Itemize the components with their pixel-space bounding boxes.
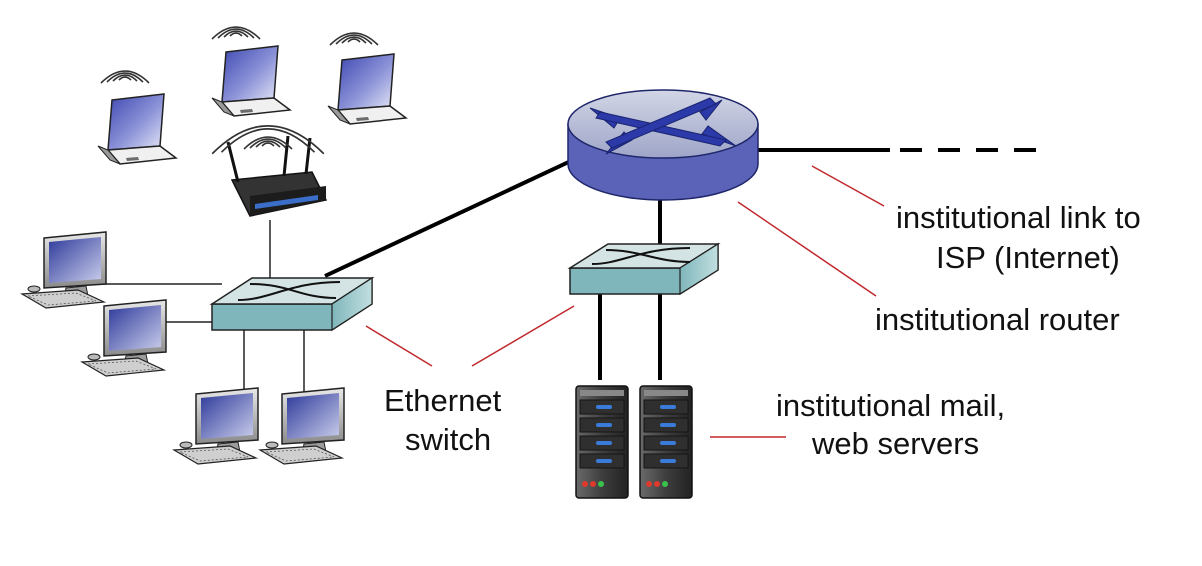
servers-label-line1: institutional mail, bbox=[776, 388, 1006, 423]
ethernet-switch-icon bbox=[209, 276, 375, 332]
laptop-icon bbox=[211, 26, 291, 117]
isp-link-label-line1: institutional link to bbox=[896, 200, 1141, 235]
servers-label-line2: web servers bbox=[812, 426, 980, 461]
desktop-computer-icon bbox=[21, 231, 107, 309]
desktop-computer-icon bbox=[259, 387, 345, 465]
server-icon bbox=[575, 385, 629, 499]
desktop-computer-icon bbox=[81, 299, 167, 377]
isp-link-label-line2: ISP (Internet) bbox=[936, 240, 1120, 275]
laptop-icon bbox=[97, 70, 177, 165]
wireless-access-point-icon bbox=[211, 125, 328, 217]
switch-callout-right bbox=[471, 305, 575, 367]
server-icon bbox=[639, 385, 693, 499]
switch-callout-left bbox=[365, 325, 433, 367]
router-callout bbox=[737, 201, 877, 297]
callouts bbox=[365, 165, 885, 438]
links bbox=[96, 148, 1045, 398]
router-icon bbox=[567, 89, 759, 201]
ethernet-switch-icon bbox=[567, 242, 721, 296]
switch-label-line2: switch bbox=[405, 422, 492, 457]
switch-to-router-link bbox=[324, 150, 591, 278]
router-label: institutional router bbox=[875, 302, 1120, 337]
laptop-icon bbox=[327, 32, 407, 125]
desktop-computer-icon bbox=[173, 387, 259, 465]
isp-link-callout bbox=[811, 165, 885, 207]
switch-label-line1: Ethernet bbox=[384, 383, 502, 418]
